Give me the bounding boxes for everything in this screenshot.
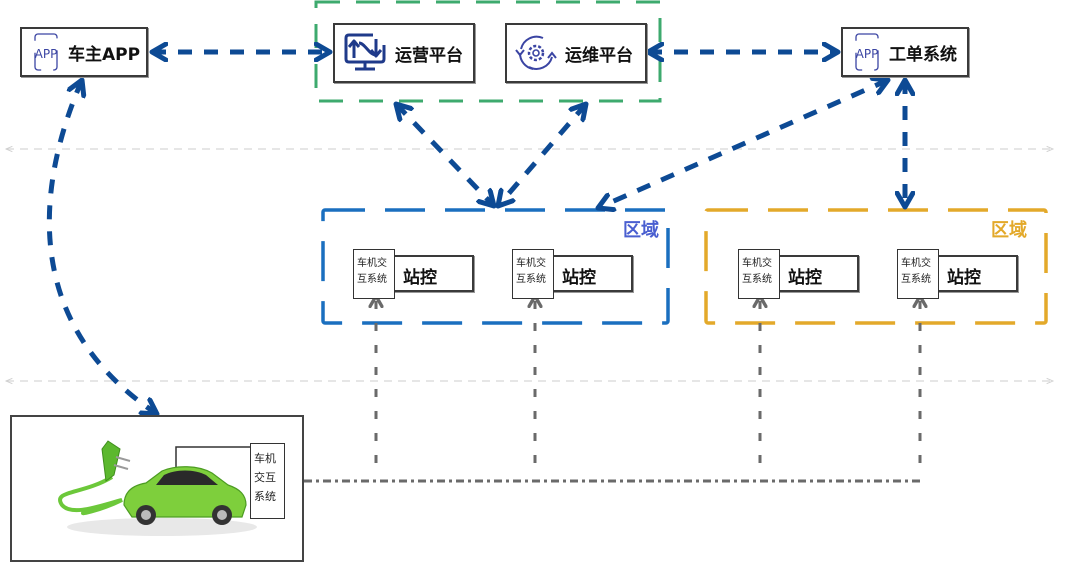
svg-text:APP: APP xyxy=(35,47,58,61)
vehicle-box[interactable]: 车机 交互 系统 xyxy=(10,415,304,562)
station-label: 站控 xyxy=(788,268,822,288)
station-control[interactable]: 车机交 互系统 站控 xyxy=(353,249,474,299)
monitor-trend-icon xyxy=(343,31,387,75)
connector-ops-region xyxy=(396,104,494,206)
station-hmi-box: 车机交 互系统 xyxy=(738,249,780,299)
gear-cycle-icon xyxy=(513,31,559,75)
region-frame-yellow xyxy=(704,208,1048,325)
ev-charging-car-image xyxy=(58,440,257,536)
node-ops-platform-label: 运营平台 xyxy=(395,45,463,66)
region-label-yellow: 区域 xyxy=(991,220,1027,241)
connector-app-vehicle xyxy=(46,80,157,414)
hmi-label-line2: 互系统 xyxy=(357,274,387,285)
region-frame-blue xyxy=(321,208,670,325)
hmi-label-line2: 互系统 xyxy=(742,274,772,285)
station-control[interactable]: 车机交 互系统 站控 xyxy=(512,249,633,299)
station-control[interactable]: 车机交 互系统 站控 xyxy=(738,249,859,299)
vehicle-hmi-line: 交互 xyxy=(254,471,276,484)
station-label: 站控 xyxy=(562,268,596,288)
hmi-label-line1: 车机交 xyxy=(901,258,931,269)
node-car-app[interactable]: APP 车主APP xyxy=(20,27,148,77)
hmi-label-line1: 车机交 xyxy=(516,258,546,269)
node-maint-platform[interactable]: 运维平台 xyxy=(505,23,647,83)
vehicle-hmi-line: 车机 xyxy=(254,452,276,465)
station-hmi-box: 车机交 互系统 xyxy=(512,249,554,299)
platform-group-frame xyxy=(314,0,662,103)
app-phone-icon: APP xyxy=(849,32,885,72)
vehicle-hmi-line: 系统 xyxy=(254,490,276,503)
node-ops-platform[interactable]: 运营平台 xyxy=(333,23,475,83)
node-work-order[interactable]: APP 工单系统 xyxy=(841,27,969,77)
svg-text:APP: APP xyxy=(856,47,879,61)
vehicle-hmi-box: 车机 交互 系统 xyxy=(250,443,285,519)
node-work-order-label: 工单系统 xyxy=(889,44,957,65)
station-hmi-box: 车机交 互系统 xyxy=(897,249,939,299)
app-phone-icon: APP xyxy=(28,32,64,72)
hmi-label-line2: 互系统 xyxy=(901,274,931,285)
hmi-label-line2: 互系统 xyxy=(516,274,546,285)
region-label-blue: 区域 xyxy=(623,220,659,241)
station-label: 站控 xyxy=(947,268,981,288)
node-maint-platform-label: 运维平台 xyxy=(565,45,633,66)
node-car-app-label: 车主APP xyxy=(68,44,141,65)
station-control[interactable]: 车机交 互系统 站控 xyxy=(897,249,1018,299)
connector-maint-region xyxy=(498,104,586,206)
connector-workorder-region-blue xyxy=(598,80,888,208)
station-label: 站控 xyxy=(403,268,437,288)
hmi-label-line1: 车机交 xyxy=(742,258,772,269)
hmi-label-line1: 车机交 xyxy=(357,258,387,269)
station-hmi-box: 车机交 互系统 xyxy=(353,249,395,299)
